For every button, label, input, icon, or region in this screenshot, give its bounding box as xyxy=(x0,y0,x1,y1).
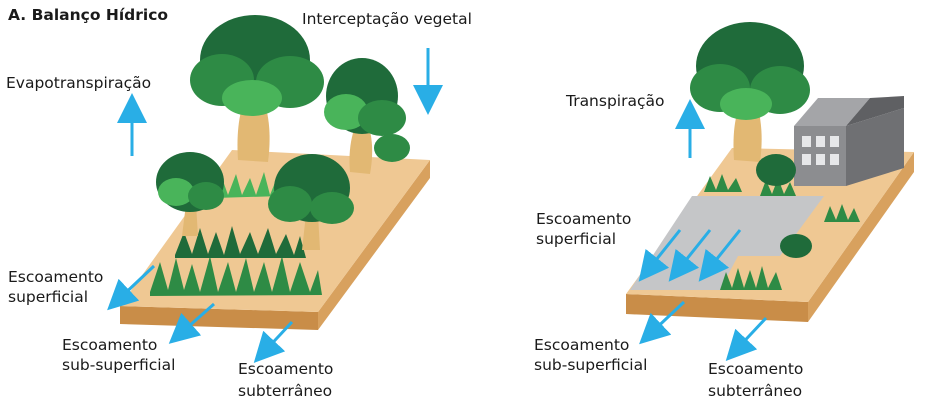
left-surface-runoff-arrow xyxy=(107,264,156,311)
right-surface-runoff-arrow-2 xyxy=(668,229,712,282)
label-right-subsurface-runoff-line1: Escoamento xyxy=(534,336,630,354)
label-left-subsurface-runoff-line1: Escoamento xyxy=(62,336,158,354)
left-tree-right xyxy=(324,58,410,174)
label-right-surface-runoff-line2: superficial xyxy=(536,230,617,248)
right-groundwater-runoff-arrow xyxy=(725,316,768,361)
diagram-title: A. Balanço Hídrico xyxy=(8,6,169,24)
right-bush xyxy=(756,154,796,186)
right-tree xyxy=(690,22,810,162)
left-soil-top xyxy=(120,150,430,312)
label-right-subsurface-runoff-line2: sub-superficial xyxy=(534,356,648,374)
left-tree-centre xyxy=(268,154,354,250)
left-grass xyxy=(150,172,322,296)
left-soil-side xyxy=(318,160,430,330)
right-building xyxy=(794,96,904,186)
left-tree-large xyxy=(190,15,324,162)
left-natural-landscape xyxy=(107,15,443,363)
left-tree-small xyxy=(156,152,224,236)
label-evapotranspiration: Evapotranspiração xyxy=(6,74,152,92)
right-bush-small xyxy=(780,234,812,258)
right-grass xyxy=(704,174,860,290)
label-interception: Interceptação vegetal xyxy=(302,10,472,28)
right-soil-side xyxy=(808,152,914,322)
label-left-subsurface-runoff-line2: sub-superficial xyxy=(62,356,176,374)
right-urban-landscape xyxy=(626,22,914,361)
label-left-surface-runoff-line1: Escoamento xyxy=(8,268,104,286)
label-right-surface-runoff-line1: Escoamento xyxy=(536,210,632,228)
label-transpiration: Transpiração xyxy=(566,92,665,110)
left-subsurface-runoff-arrow xyxy=(168,302,215,344)
right-surface-runoff-arrow-1 xyxy=(638,229,682,282)
label-left-groundwater-runoff-line2: subterrâneo xyxy=(238,382,333,400)
left-groundwater-runoff-arrow xyxy=(253,320,294,363)
right-subsurface-runoff-arrow xyxy=(639,300,686,345)
label-right-groundwater-runoff-line1: Escoamento xyxy=(708,360,804,378)
right-surface-runoff-arrow-3 xyxy=(698,229,742,282)
label-left-groundwater-runoff-line1: Escoamento xyxy=(238,360,334,378)
label-right-groundwater-runoff-line2: subterrâneo xyxy=(708,382,803,400)
label-left-surface-runoff-line2: superficial xyxy=(8,288,89,306)
